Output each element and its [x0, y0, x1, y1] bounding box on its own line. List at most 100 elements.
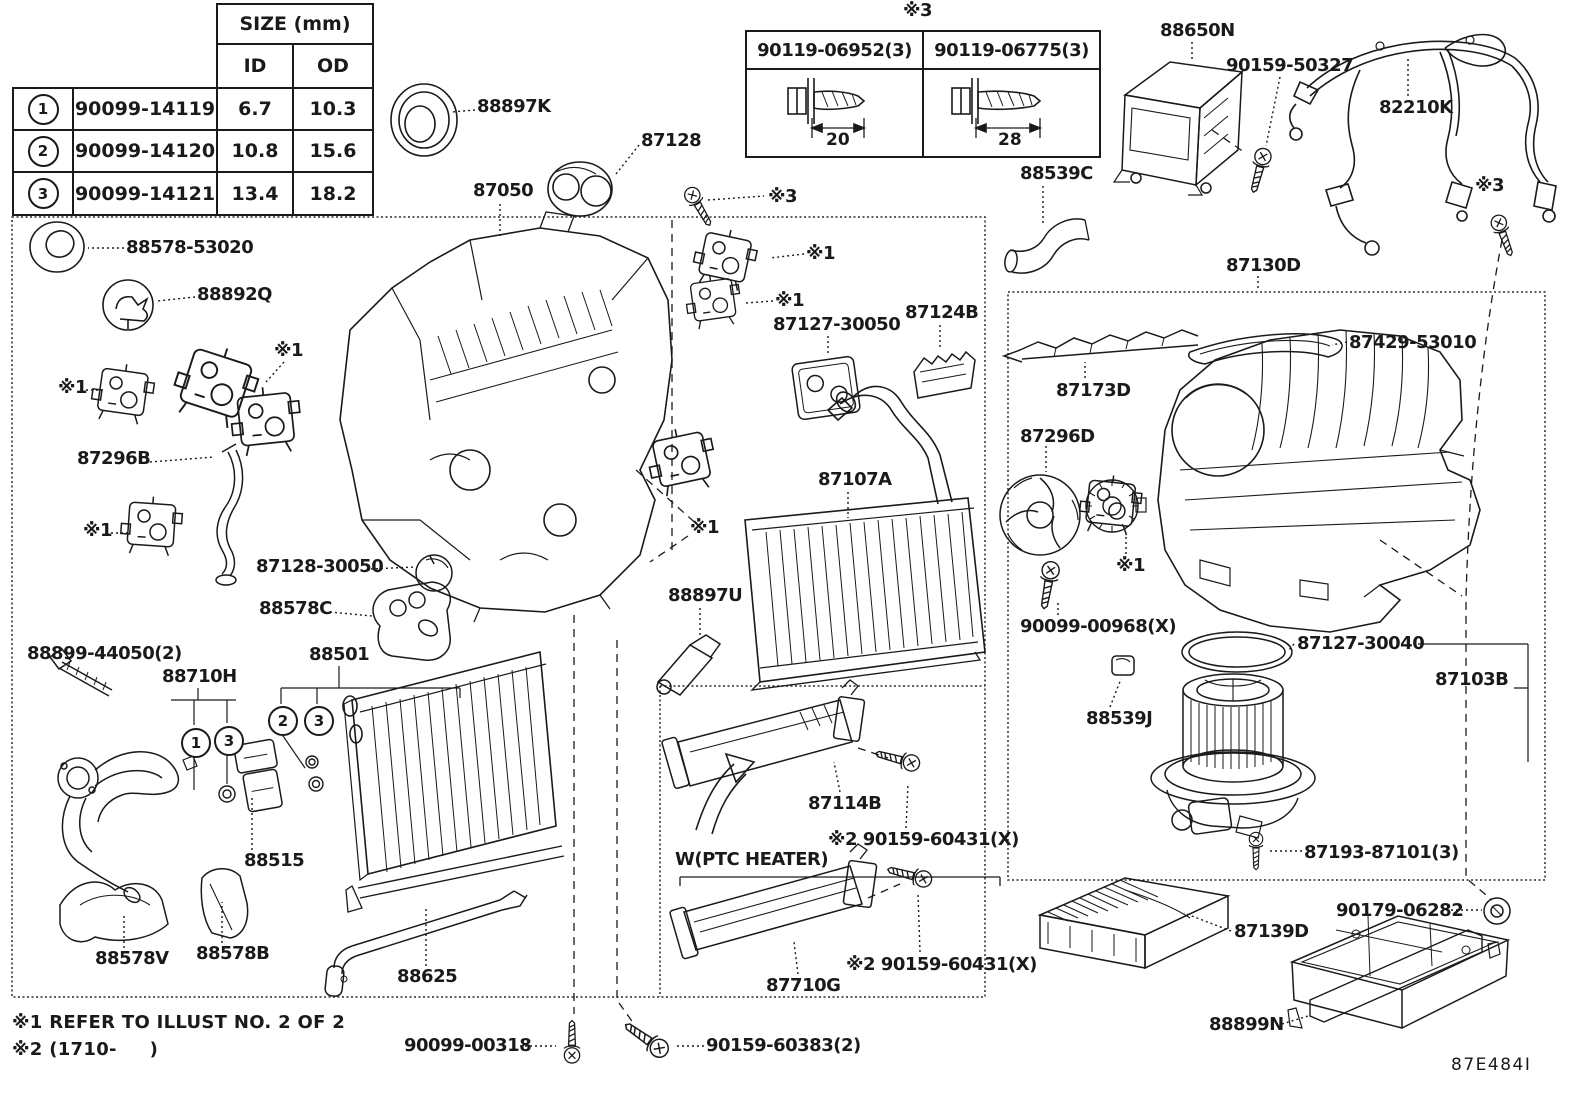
callout-circle-2: 2	[268, 706, 298, 736]
size-row: 2 90099-14120 10.8 15.6	[12, 129, 374, 173]
hvac-case-sketch	[339, 211, 673, 623]
label-88501: 88501	[309, 644, 370, 665]
clamp-87124B	[913, 350, 976, 399]
label-87124B: 87124B	[905, 302, 979, 323]
screw-90159-60431	[873, 744, 923, 774]
col-id-text: ID	[243, 55, 267, 77]
pipe-assy-88710H	[57, 751, 198, 904]
ref3-mark: ※3	[1475, 175, 1505, 196]
label-87127-30040: 87127-30040	[1297, 633, 1425, 654]
blower-case-sketch	[1157, 329, 1481, 633]
col-od: OD	[292, 43, 374, 89]
row-od: 18.2	[309, 182, 357, 205]
row-part: 90099-14120	[74, 140, 216, 162]
screw-90099-00318	[563, 1019, 581, 1064]
seal-ring-88578-53020	[29, 221, 85, 273]
ref1-mark: ※1	[1116, 555, 1146, 576]
seal-block-88578C	[372, 581, 451, 661]
label-87128-30050: 87128-30050	[256, 556, 384, 577]
clip-87128-30050	[415, 554, 453, 592]
servo-motor	[227, 382, 305, 459]
bolt-sketch-cell	[745, 68, 924, 158]
bolt-part-text: 90119-06775(3)	[934, 39, 1089, 61]
bolt-table: 90119-06952(3) 90119-06775(3)	[745, 30, 1101, 158]
row-id: 6.7	[238, 98, 272, 120]
label-88578B: 88578B	[196, 943, 270, 964]
bolt-col-part: 90119-06952(3)	[745, 30, 924, 70]
label-87296D: 87296D	[1020, 426, 1095, 447]
ecu-88650N	[1112, 61, 1244, 196]
label-90159-50327: 90159-50327	[1226, 55, 1354, 76]
main-assembly-box	[11, 216, 986, 998]
label-90159-60431: ※2 90159-60431(X)	[846, 954, 1037, 975]
drawing-code: 87E484I	[1451, 1055, 1532, 1075]
grommet-88897K	[390, 83, 458, 157]
damper-87296D	[999, 474, 1081, 556]
label-88578C: 88578C	[259, 598, 332, 619]
label-88578-53020: 88578-53020	[126, 237, 254, 258]
label-90159-60431: ※2 90159-60431(X)	[828, 829, 1019, 850]
col-od-text: OD	[317, 55, 349, 77]
hose-88539C	[1004, 218, 1090, 274]
ptc-section-bracket	[679, 876, 1001, 886]
o-ring-callouts	[218, 755, 324, 803]
label-87128: 87128	[641, 130, 702, 151]
row-od: 15.6	[309, 140, 357, 162]
label-87107A: 87107A	[818, 469, 892, 490]
link-rod-87296B	[215, 443, 244, 586]
label-88710H: 88710H	[162, 666, 237, 687]
servo-motor	[682, 270, 745, 332]
bracket-87103B	[1418, 643, 1529, 762]
servo-motor	[1076, 471, 1145, 538]
label-88539C: 88539C	[1020, 163, 1093, 184]
col-id: ID	[216, 43, 294, 89]
row-id: 10.8	[231, 140, 279, 162]
screw-ref3	[681, 183, 717, 230]
construction-lines	[573, 129, 1503, 1025]
servo-motor	[88, 359, 158, 427]
duct-88578B	[200, 868, 249, 939]
label-90179-06282: 90179-06282	[1336, 900, 1464, 921]
label-87296B: 87296B	[77, 448, 151, 469]
ref3-mark: ※3	[903, 0, 933, 21]
bolt-part-text: 90119-06952(3)	[757, 39, 912, 61]
label-88539J: 88539J	[1086, 708, 1153, 729]
size-table-title-text: SIZE (mm)	[239, 13, 351, 35]
label-88625: 88625	[397, 966, 458, 987]
label-87710G: 87710G	[766, 975, 841, 996]
screw-90159-60383	[619, 1016, 673, 1062]
label-88515: 88515	[244, 850, 305, 871]
callout-circle-3: 3	[214, 726, 244, 756]
size-table-title: SIZE (mm)	[216, 3, 374, 45]
ref3-mark: ※3	[768, 186, 798, 207]
ref1-mark: ※1	[775, 290, 805, 311]
clip-88892Q	[102, 279, 154, 331]
note-ref2: ※2 (1710- )	[12, 1039, 159, 1060]
bolt-col-part: 90119-06775(3)	[922, 30, 1101, 70]
sensor-88897U	[656, 634, 722, 696]
servo-motor	[118, 493, 185, 558]
label-88650N: 88650N	[1160, 20, 1235, 41]
label-88897U: 88897U	[668, 585, 743, 606]
bolt-sketch-cell	[922, 68, 1101, 158]
callout-brackets	[171, 666, 461, 790]
row-id: 13.4	[231, 182, 279, 205]
duct-88578V	[59, 881, 169, 943]
label-82210K: 82210K	[1379, 97, 1453, 118]
grommet-90179-06282	[1483, 897, 1511, 925]
blower-motor-sketch	[1150, 673, 1316, 839]
label-87103B: 87103B	[1435, 669, 1509, 690]
evaporator-sketch	[342, 650, 565, 913]
screw-ref3-right	[1488, 212, 1519, 259]
label-87139D: 87139D	[1234, 921, 1309, 942]
label-87130D: 87130D	[1226, 255, 1301, 276]
cap-88539J	[1111, 655, 1135, 676]
gear-ref1	[1085, 479, 1147, 533]
harness-82210K	[1288, 33, 1557, 256]
valve-88515	[233, 738, 283, 813]
plate-87173D	[1001, 329, 1199, 363]
callout-circle-3: 3	[304, 706, 334, 736]
filter-87139D	[1037, 877, 1231, 970]
o-ring-87127-30040	[1181, 631, 1293, 673]
